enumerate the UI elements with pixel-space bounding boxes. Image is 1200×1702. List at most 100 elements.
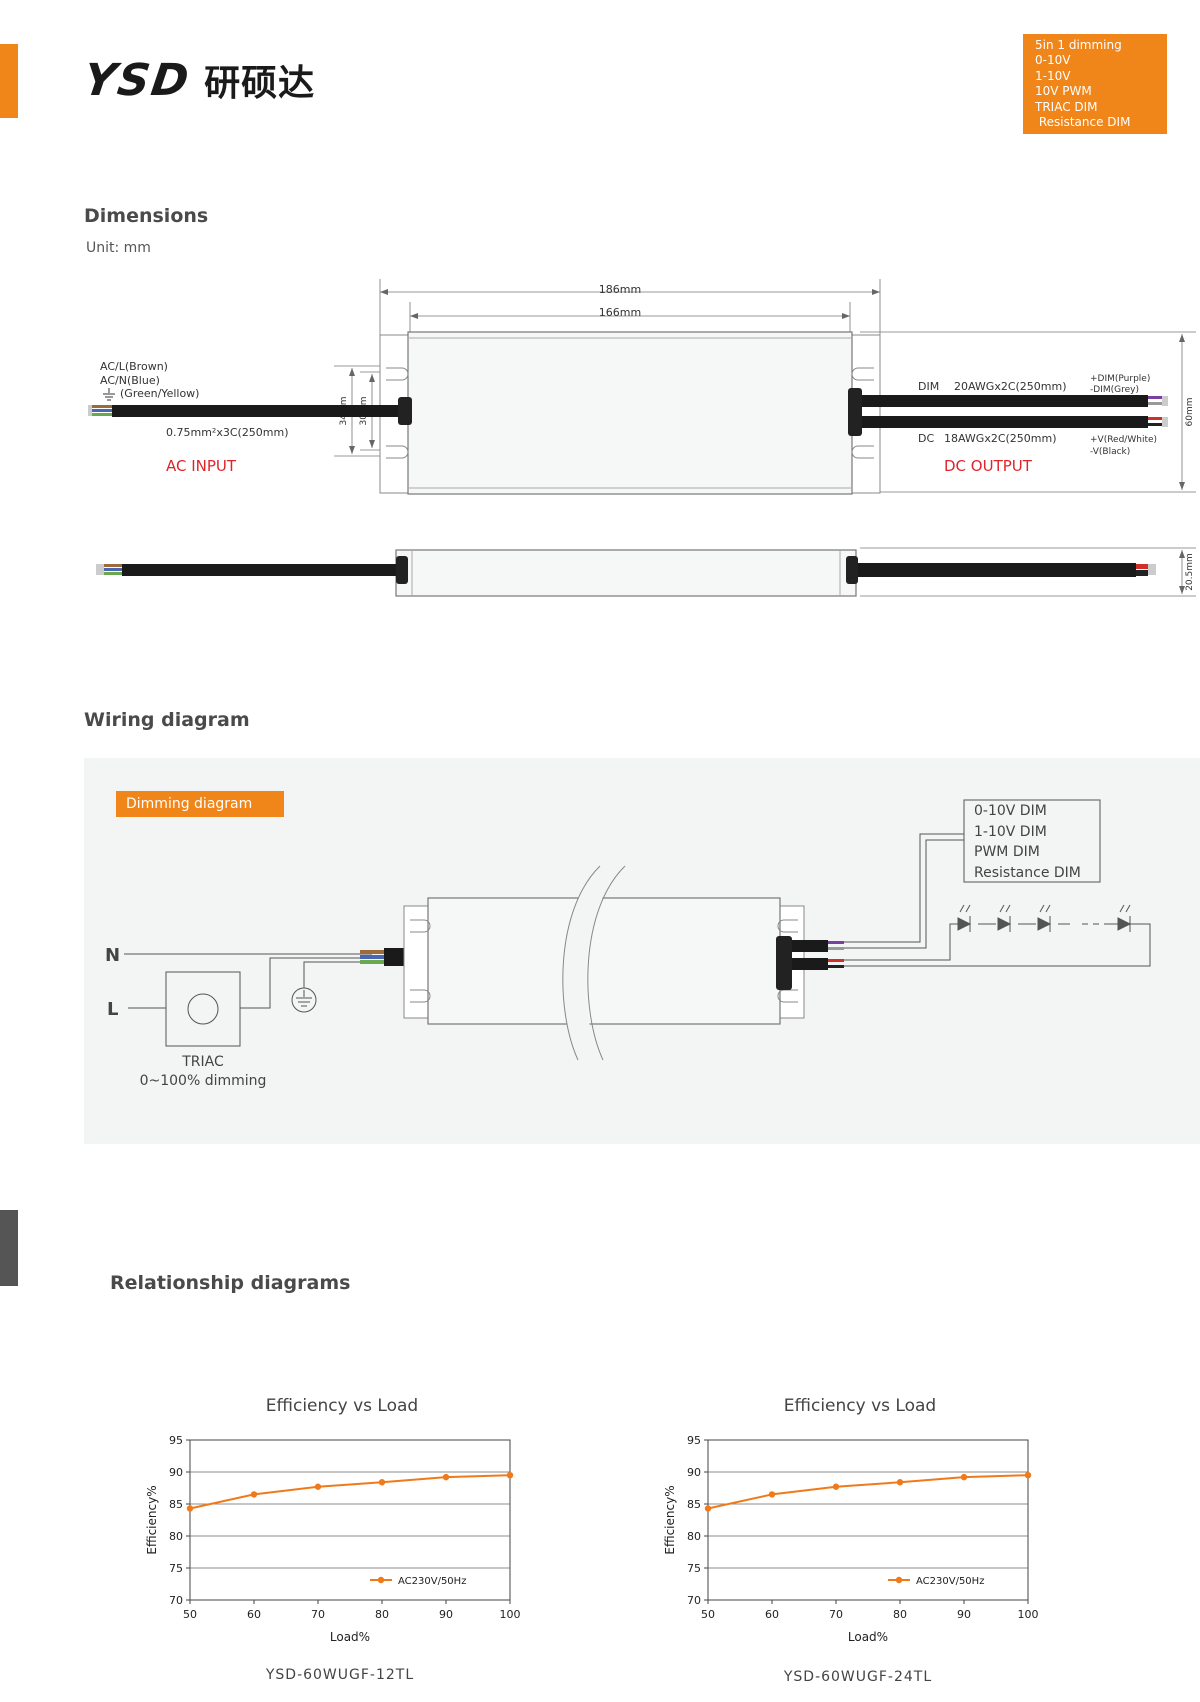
badge-line: 1-10V [1035,68,1071,83]
x-tick-label: 50 [183,1608,197,1621]
y-tick-label: 75 [169,1562,183,1575]
y-tick-label: 95 [169,1434,183,1447]
brand-logo: YSD 研硕达 [80,55,315,106]
data-point [960,1473,968,1481]
dim-mode: PWM DIM [974,844,1040,860]
triac-range-label: 0~100% dimming [140,1073,267,1089]
y-tick-label: 75 [687,1562,701,1575]
model-label-2: YSD-60WUGF-24TL [783,1669,933,1685]
badge-line: 5in 1 dimming [1035,38,1122,52]
model-label-1: YSD-60WUGF-12TL [265,1667,415,1683]
y-axis-label: Efficiency% [663,1485,677,1554]
dim-mode: 1-10V DIM [974,824,1047,840]
ac-l-label: AC/L(Brown) [100,360,168,373]
data-point [1024,1472,1032,1479]
logo-cjk: 研硕达 [204,63,316,104]
triac-label: TRIAC [181,1054,224,1070]
y-tick-label: 95 [687,1434,701,1447]
v-minus-label: -V(Black) [1090,447,1130,457]
x-tick-label: 100 [1018,1608,1039,1621]
x-tick-label: 100 [500,1608,521,1621]
dimensions-title: Dimensions [84,205,209,227]
x-tick-label: 50 [701,1608,715,1621]
badge-line: 0-10V [1035,53,1071,68]
dimension-drawing: 186mm 166mm 60mm 34mm 30mm 20.5mm AC/L(B… [88,279,1196,597]
earth-ground-icon [291,987,317,1013]
legend-label: AC230V/50Hz [398,1576,466,1587]
dc-output-label: DC OUTPUT [944,457,1033,475]
unit-label: Unit: mm [86,240,151,256]
triac-dimmer [165,971,241,1047]
wiring-schematic: N L TRIAC 0~100% dimming [105,799,1151,1089]
dimming-diagram-tag: Dimming diagram [116,791,284,817]
height-20-label: 20.5mm [1185,553,1195,591]
x-tick-label: 70 [829,1608,843,1621]
data-point [442,1473,450,1481]
y-tick-label: 85 [169,1498,183,1511]
series-line [707,1474,1029,1510]
dim-mode: 0-10V DIM [974,803,1047,819]
data-point [314,1483,322,1490]
dim-minus-label: -DIM(Grey) [1090,385,1139,395]
dim-plus-label: +DIM(Purple) [1090,374,1150,384]
l-label: L [107,999,118,1020]
x-axis-label: Load% [330,1630,370,1644]
x-tick-label: 70 [311,1608,325,1621]
data-point [704,1505,712,1512]
height-60-label: 60mm [1185,398,1195,427]
y-tick-label: 80 [169,1530,183,1543]
legend-label: AC230V/50Hz [916,1576,984,1587]
x-tick-label: 60 [247,1608,261,1621]
badge-line: Resistance DIM [1035,115,1131,130]
dim-label: DIM [918,380,939,393]
x-tick-label: 80 [893,1608,907,1621]
length-outer-label: 186mm [599,283,641,296]
chart-title-2: Efficiency vs Load [783,1396,937,1416]
badge-line: 10V PWM [1035,84,1092,99]
dc-label: DC [918,432,934,445]
led-icon [957,904,972,932]
y-tick-label: 80 [687,1530,701,1543]
chart-title-1: Efficiency vs Load [265,1396,419,1416]
plot-frame [189,1439,511,1601]
series-line [189,1474,511,1510]
data-point [186,1505,194,1512]
x-tick-label: 90 [439,1608,453,1621]
driver-side-view [96,549,1156,597]
y-tick-label: 90 [687,1466,701,1479]
driver-top-view [88,331,1168,495]
dimming-feature-badge: 5in 1 dimming 0-10V 1-10V 10V PWM TRIAC … [1023,34,1167,134]
led-icon [1037,904,1052,932]
driver-schematic [403,865,844,1061]
x-tick-label: 80 [375,1608,389,1621]
data-point [378,1479,386,1486]
data-point [768,1491,776,1498]
ac-input-label: AC INPUT [166,457,237,475]
wiring-title: Wiring diagram [84,709,250,731]
y-tick-label: 85 [687,1498,701,1511]
y-tick-label: 70 [687,1594,701,1607]
data-point [896,1479,904,1486]
led-icon [997,904,1012,932]
legend-swatch-dot [377,1576,385,1584]
relationship-title: Relationship diagrams [110,1272,351,1294]
x-tick-label: 60 [765,1608,779,1621]
x-tick-label: 90 [957,1608,971,1621]
badge-line: TRIAC DIM [1035,99,1098,114]
data-point [832,1483,840,1490]
data-point [250,1491,258,1498]
ac-gnd-label: (Green/Yellow) [120,387,199,400]
y-tick-label: 70 [169,1594,183,1607]
y-tick-label: 90 [169,1466,183,1479]
orange-side-bar [0,44,18,118]
x-axis-label: Load% [848,1630,888,1644]
y-axis-label: Efficiency% [145,1485,159,1554]
logo-latin: YSD [80,54,194,106]
n-label: N [105,945,120,966]
led-icon [1106,904,1144,932]
dim-mode: Resistance DIM [974,865,1081,881]
ground-icon [103,388,115,401]
dc-wire-label: 18AWGx2C(250mm) [944,432,1057,445]
